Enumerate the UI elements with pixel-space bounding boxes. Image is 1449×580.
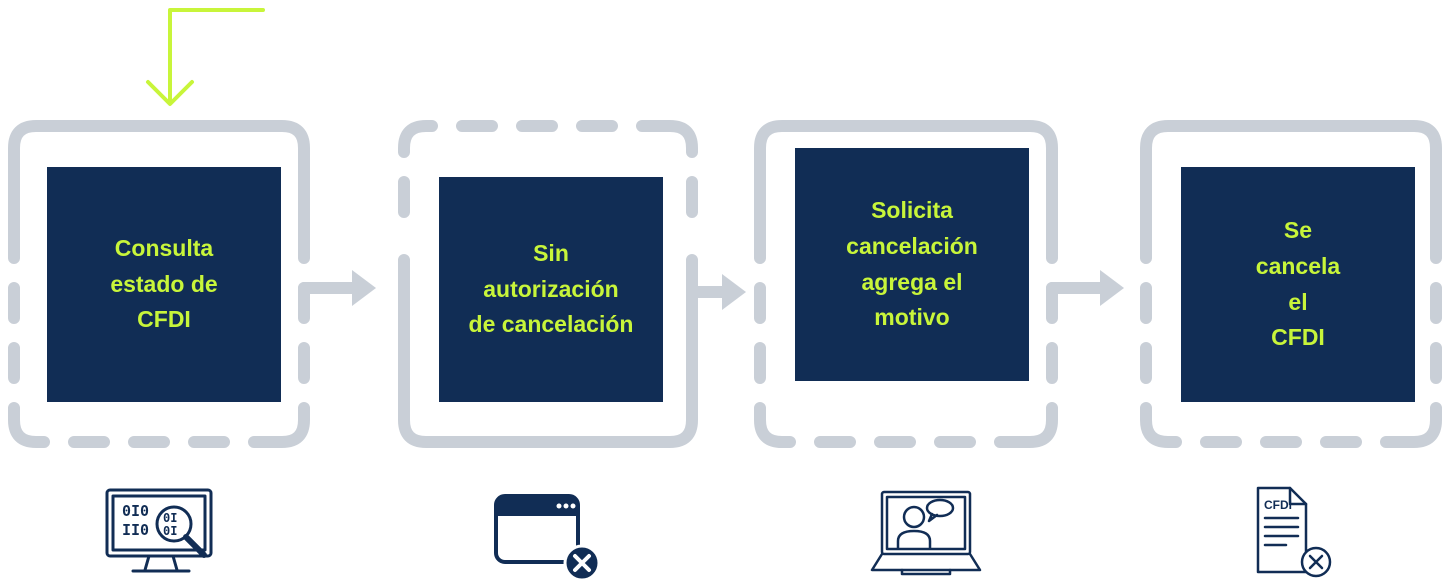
frame-step-1 — [8, 120, 310, 448]
svg-text:0I: 0I — [163, 511, 177, 525]
step-2-box: Sin autorización de cancelación — [439, 177, 663, 402]
laptop-video-chat-icon — [870, 490, 982, 576]
svg-text:0I: 0I — [163, 524, 177, 538]
connector-3-4 — [1046, 270, 1124, 306]
step-4-box: Se cancela el CFDI — [1181, 167, 1415, 402]
svg-text:0I0: 0I0 — [122, 502, 149, 520]
step-1-label: Consulta estado de CFDI — [110, 235, 218, 333]
cfdi-document-cancel-icon: CFDI — [1256, 486, 1332, 578]
browser-window-cancel-icon — [494, 494, 601, 580]
step-3-box: Solicita cancelación agrega el motivo — [795, 148, 1029, 381]
connector-1-2 — [298, 270, 376, 306]
frame-step-4 — [1140, 120, 1442, 448]
svg-text:II0: II0 — [122, 521, 149, 539]
start-arrow — [146, 8, 265, 106]
connector-2-3 — [686, 274, 746, 310]
monitor-binary-search-icon: 0I0 II0 0I 0I — [105, 488, 213, 573]
step-4-label: Se cancela el CFDI — [1255, 217, 1341, 351]
step-2-label: Sin autorización de cancelación — [468, 240, 634, 338]
step-3-label: Solicita cancelación agrega el motivo — [846, 197, 978, 331]
frame-step-2 — [398, 120, 698, 448]
step-1-box: Consulta estado de CFDI — [47, 167, 281, 402]
frame-step-3 — [754, 120, 1058, 448]
cfdi-doc-label: CFDI — [1264, 498, 1292, 512]
